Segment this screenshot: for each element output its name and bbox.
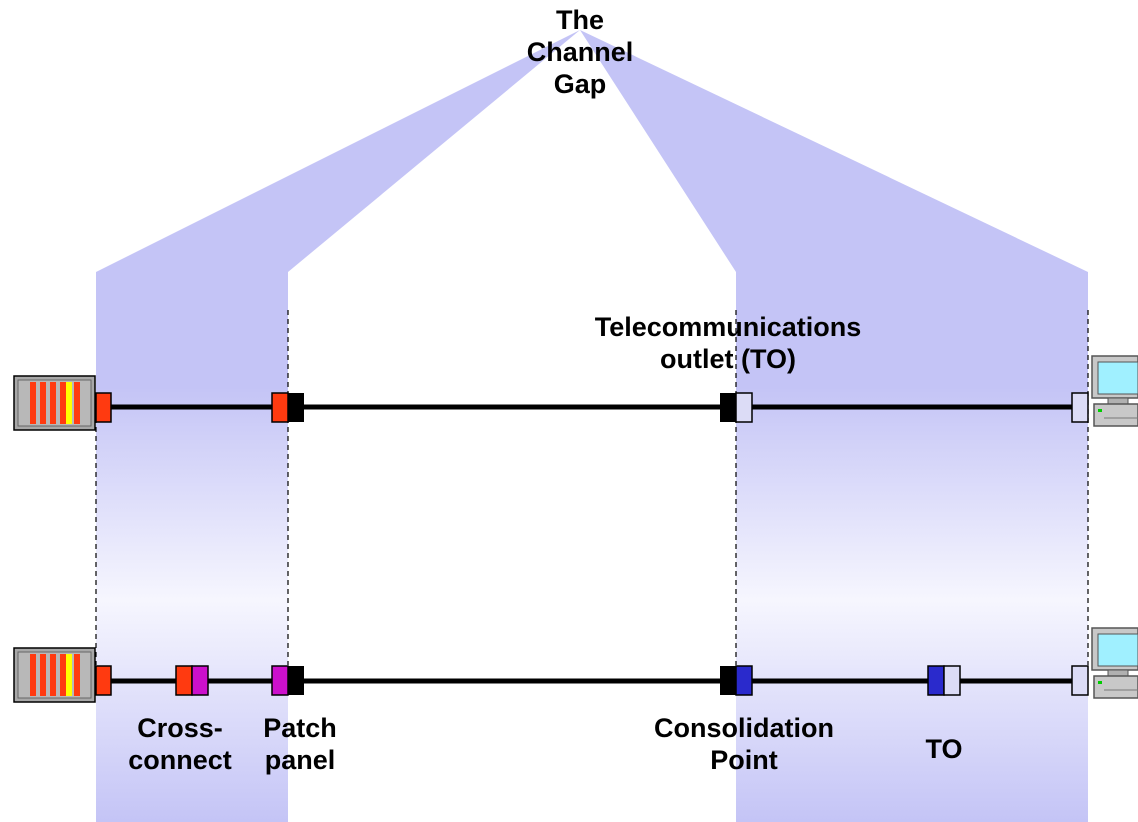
bottom-rack-port [95,665,112,696]
top-patch-panel-connector [271,392,304,423]
guide-lines [95,310,1089,665]
title-line-1: The [555,5,604,35]
telecom-outlet-label-line-1: Telecommunications [594,312,862,342]
cross-connect-label: Cross- connect [100,712,260,776]
top-telecom-outlet-connector [720,392,753,423]
bottom-patch-panel-connector [271,665,304,696]
consolidation-point-label-line-2: Point [710,745,778,775]
consolidation-point-connector [720,665,753,696]
telecom-outlet-label: Telecommunications outlet (TO) [548,311,908,375]
top-workstation-port [1071,392,1089,423]
cross-connect-label-line-2: connect [128,745,232,775]
cross-connect-label-line-1: Cross- [137,713,223,743]
title-line-3: Gap [553,69,607,99]
top-workstation-icon [1091,355,1138,427]
bottom-rack [13,647,96,703]
consolidation-point-label: Consolidation Point [604,712,884,776]
left-gap-band [96,30,580,822]
telecom-outlet-label-line-2: outlet (TO) [660,344,796,374]
top-rack-port [95,392,112,423]
patch-panel-label: Patch panel [240,712,360,776]
top-rack [13,375,96,431]
cross-connect-connector [175,665,209,696]
title-line-2: Channel [526,37,634,67]
to-label-text: TO [925,734,963,764]
bottom-workstation-icon [1091,627,1138,699]
title: The Channel Gap [480,4,680,100]
patch-panel-label-line-2: panel [264,745,336,775]
to-label: TO [904,733,984,765]
right-gap-band [580,30,1088,822]
patch-panel-label-line-1: Patch [263,713,337,743]
bottom-workstation-port [1071,665,1089,696]
consolidation-point-label-line-1: Consolidation [654,713,834,743]
bottom-telecom-outlet-connector [927,665,961,696]
